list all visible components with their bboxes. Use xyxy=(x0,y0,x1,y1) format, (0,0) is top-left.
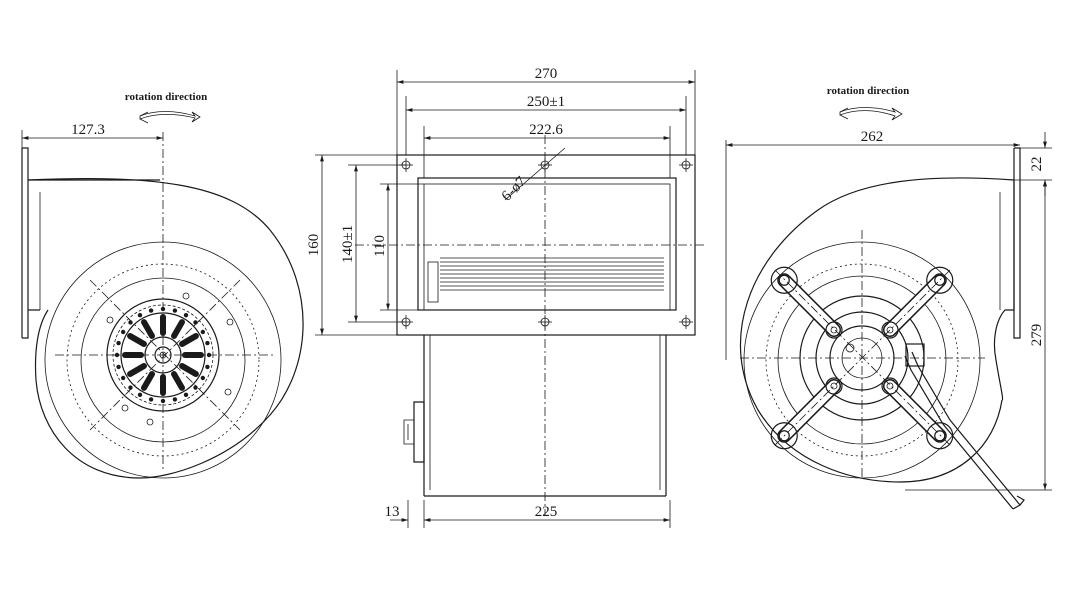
hub-slot xyxy=(127,333,147,347)
lug-hole xyxy=(778,274,790,286)
mounting-lug xyxy=(770,422,798,450)
right-width-dimension: 262 xyxy=(861,129,884,145)
right-height-dimension: 279 xyxy=(1029,324,1045,347)
hub-dot xyxy=(205,364,210,370)
hole-spacing-dimension: 140±1 xyxy=(340,225,356,263)
hub-dot xyxy=(137,312,143,318)
right-rotation-label: rotation direction xyxy=(827,85,909,97)
rotation-arrow-icon xyxy=(139,111,201,124)
hub-slot xyxy=(141,371,155,391)
inner-width-dimension: 222.6 xyxy=(529,122,563,138)
hub-slot xyxy=(179,333,199,347)
hub-dot xyxy=(148,308,154,313)
ring-hole xyxy=(226,318,234,326)
hub-dot xyxy=(172,397,178,402)
hub-dot xyxy=(120,329,126,335)
hub-dot xyxy=(193,320,198,325)
overall-width-dimension: 270 xyxy=(535,66,558,82)
flange-height-dimension: 22 xyxy=(1029,157,1045,172)
height-dimension: 160 xyxy=(306,234,322,257)
mounting-lug xyxy=(926,266,954,294)
hub-dot xyxy=(172,308,178,313)
flange-width-dimension: 250±1 xyxy=(527,94,565,110)
hub-dot xyxy=(183,312,189,318)
housing-width-dimension: 225 xyxy=(535,504,558,520)
hub-dot xyxy=(116,364,121,370)
hub-dot xyxy=(114,352,120,358)
left-view: 127.3 rotation direction xyxy=(21,91,304,479)
hub-slot xyxy=(171,319,185,339)
ring-hole xyxy=(146,418,154,426)
lug-hole xyxy=(934,430,946,442)
lug-hole xyxy=(778,430,790,442)
ring-hole xyxy=(224,388,232,396)
rotation-arrow-icon xyxy=(839,107,903,121)
lug-hole xyxy=(934,274,946,286)
mounting-lug xyxy=(770,266,798,294)
hub-dot xyxy=(183,392,189,398)
hub-dot xyxy=(137,392,143,398)
hub-dot xyxy=(193,385,198,390)
hub-slot xyxy=(127,363,147,377)
ring-hole xyxy=(106,316,114,324)
outlet-height-dimension: 110 xyxy=(372,235,388,257)
right-view: 262 22 279 rotation direction xyxy=(725,85,1052,510)
hub-dot xyxy=(205,340,210,346)
hub-dot xyxy=(200,375,206,381)
front-view: 6-ø7 270 250±1 222.6 160 140±1 110 13 xyxy=(306,66,705,528)
hub-dot xyxy=(200,329,206,335)
hub-dot xyxy=(116,340,121,346)
offset-dimension: 13 xyxy=(385,504,400,520)
ring-hole xyxy=(121,404,129,412)
hub-slot xyxy=(141,319,155,339)
hub-dot xyxy=(120,375,126,381)
ring-hole xyxy=(182,292,190,300)
hub-slot xyxy=(179,363,199,377)
hub-slot xyxy=(171,371,185,391)
hub-dot xyxy=(148,397,154,402)
left-rotation-label: rotation direction xyxy=(125,91,207,103)
left-width-dimension: 127.3 xyxy=(71,122,105,138)
